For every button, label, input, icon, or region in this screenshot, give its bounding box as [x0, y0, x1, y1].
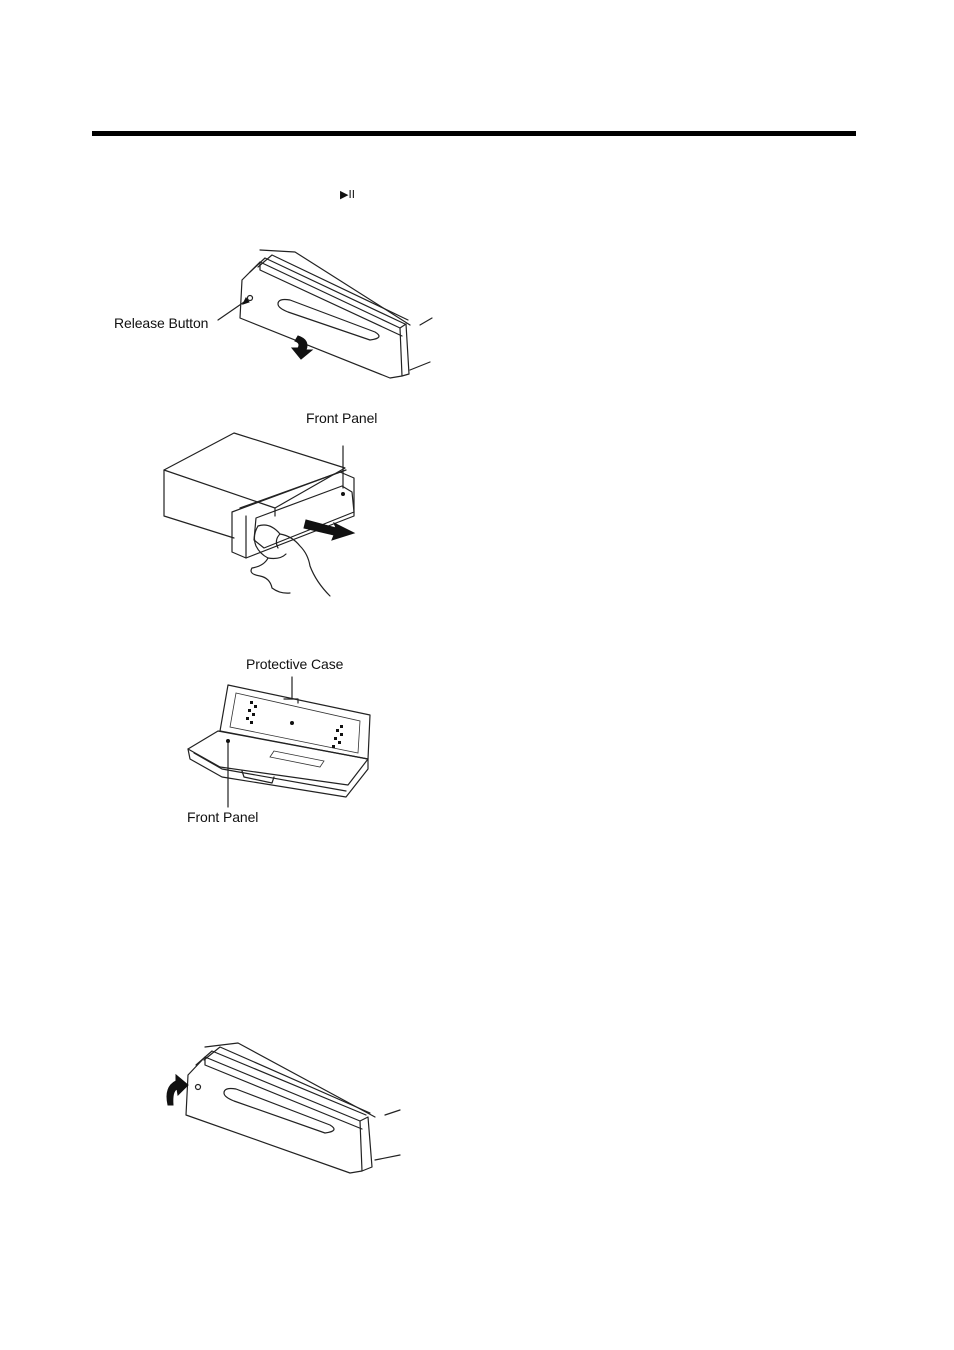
- play-pause-icon: ▶II: [340, 189, 355, 201]
- header-rule: [92, 131, 856, 136]
- front-panel-label-bottom: Front Panel: [187, 809, 258, 825]
- figure-protective-case: Protective Case Front Panel: [180, 655, 380, 830]
- unit-drawing-closed: [160, 1035, 405, 1175]
- pull-arrow-icon: [304, 520, 354, 540]
- case-drawing: [180, 655, 380, 830]
- figure-attach-panel: [160, 1035, 405, 1175]
- unit-with-hand-drawing: [160, 408, 400, 603]
- unit-drawing-open: [100, 240, 440, 380]
- release-button-label: Release Button: [114, 315, 208, 331]
- front-panel-label-top: Front Panel: [306, 410, 377, 426]
- figure-remove-panel: Front Panel: [160, 408, 400, 603]
- protective-case-label: Protective Case: [246, 656, 343, 672]
- figure-release-button: Release Button: [100, 240, 440, 380]
